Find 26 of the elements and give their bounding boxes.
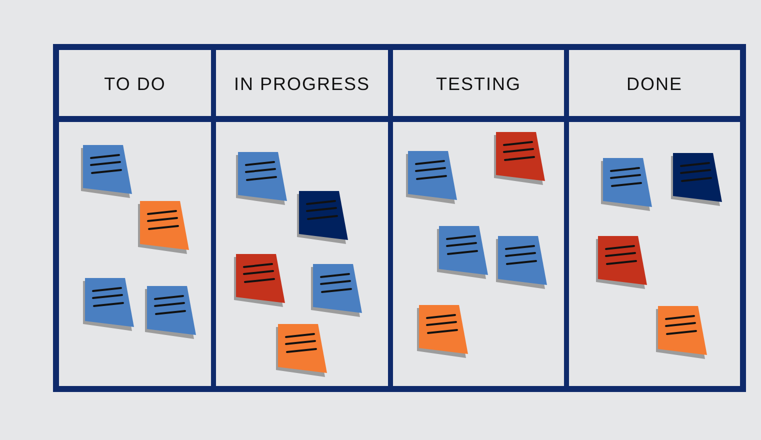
sticky-note-icon	[138, 201, 190, 254]
board-column	[59, 50, 211, 386]
column-heading: TO DO	[104, 75, 166, 93]
sticky-note-icon	[601, 158, 653, 211]
sticky-note-icon	[297, 191, 349, 244]
sticky-note-icon	[236, 152, 288, 205]
board-column	[393, 50, 564, 386]
column-heading: TESTING	[436, 75, 521, 93]
sticky-note-icon	[596, 236, 648, 289]
sticky-note-icon	[311, 264, 363, 317]
board-column	[569, 50, 740, 386]
sticky-note-icon	[276, 324, 328, 377]
column-heading: DONE	[626, 75, 682, 93]
sticky-note-icon	[417, 305, 469, 358]
sticky-note-icon	[496, 236, 548, 289]
sticky-note-icon	[671, 153, 723, 206]
sticky-note-icon	[234, 254, 286, 307]
sticky-note-icon	[494, 132, 546, 185]
board-column	[216, 50, 388, 386]
sticky-note-icon	[406, 151, 458, 204]
sticky-note-icon	[81, 145, 133, 198]
sticky-note-icon	[83, 278, 135, 331]
column-heading: IN PROGRESS	[234, 75, 370, 93]
sticky-note-icon	[656, 306, 708, 359]
sticky-note-icon	[437, 226, 489, 279]
sticky-note-icon	[145, 286, 197, 339]
